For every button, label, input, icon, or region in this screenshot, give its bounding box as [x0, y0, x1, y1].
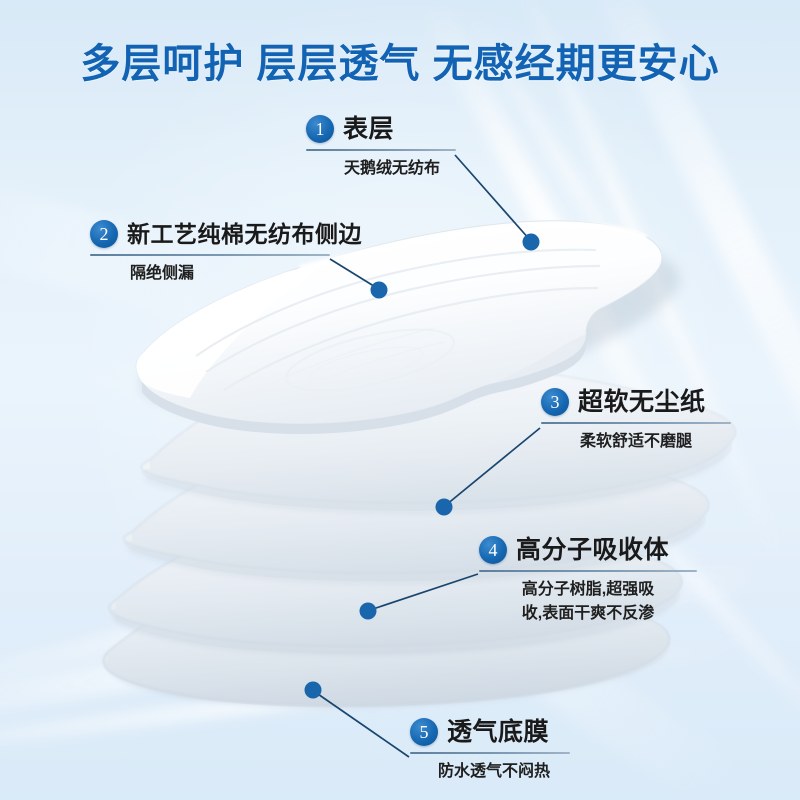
callout-2: 2 新工艺纯棉无纺布侧边 隔绝侧漏	[90, 219, 362, 286]
callout-4-header: 4 高分子吸收体	[479, 535, 697, 565]
callout-4-title: 高分子吸收体	[516, 536, 670, 564]
callout-5-subtitle: 防水透气不闷热	[437, 763, 550, 780]
callout-3: 3 超软无尘纸 柔软舒适不磨腿	[541, 387, 731, 454]
callout-1: 1 表层 天鹅绒无纺布	[306, 114, 456, 181]
callout-4-divider	[479, 570, 697, 572]
callout-4: 4 高分子吸收体 高分子树脂,超强吸 收,表面干爽不反渗	[479, 535, 697, 626]
callout-2-divider	[90, 254, 330, 256]
callout-2-title: 新工艺纯棉无纺布侧边	[127, 221, 362, 247]
callout-5-divider	[410, 752, 570, 754]
callout-3-divider	[541, 422, 731, 424]
callout-2-header: 2 新工艺纯棉无纺布侧边	[90, 219, 362, 249]
callout-1-subtitle: 天鹅绒无纺布	[343, 160, 440, 177]
callout-1-number-badge: 1	[306, 115, 334, 143]
callout-3-number-badge: 3	[541, 388, 569, 416]
callout-5-header: 5 透气底膜	[410, 717, 570, 747]
callout-2-subtitle: 隔绝侧漏	[130, 265, 195, 282]
callout-3-subtitle: 柔软舒适不磨腿	[579, 433, 692, 450]
callout-3-header: 3 超软无尘纸	[541, 387, 731, 417]
page-title: 多层呵护 层层透气 无感经期更安心	[80, 42, 720, 86]
callout-5-number-badge: 5	[410, 718, 438, 746]
callout-1-header: 1 表层	[306, 114, 456, 144]
callout-5-title: 透气底膜	[447, 718, 550, 746]
callout-4-subtitle: 高分子树脂,超强吸	[521, 581, 655, 598]
callout-5: 5 透气底膜 防水透气不闷热	[410, 717, 570, 784]
callout-4-subtitle-line2: 收,表面干爽不反渗	[521, 605, 655, 622]
callout-1-title: 表层	[343, 115, 395, 143]
callout-2-number-badge: 2	[90, 220, 118, 248]
callout-1-divider	[306, 149, 456, 151]
callout-3-title: 超软无尘纸	[578, 388, 706, 416]
callout-4-number-badge: 4	[479, 536, 507, 564]
